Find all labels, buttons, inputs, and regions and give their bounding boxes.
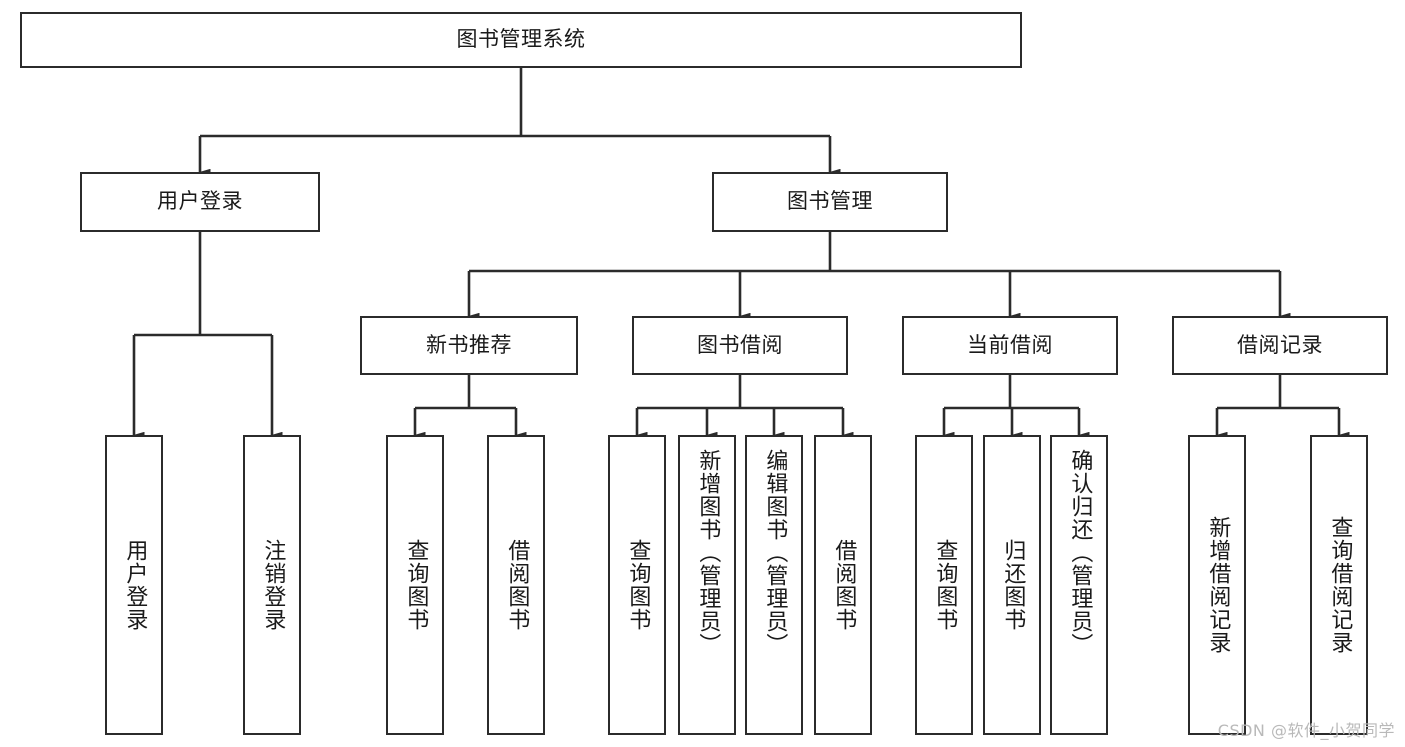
leaf-node[interactable]: 注销登录: [243, 435, 301, 735]
leaf-node-label: 注销登录: [260, 539, 286, 631]
leaf-node-label: 新增借阅记录: [1205, 516, 1231, 654]
leaf-node-label: 归还图书: [1000, 539, 1026, 631]
leaf-node-label: 确认归还（管理员）: [1067, 449, 1093, 656]
node-user-login[interactable]: 用户登录: [80, 172, 320, 232]
node-current-borrow[interactable]: 当前借阅: [902, 316, 1118, 375]
leaf-node-label: 用户登录: [122, 539, 148, 631]
leaf-node[interactable]: 借阅图书: [487, 435, 545, 735]
node-current-borrow-label: 当前借阅: [967, 332, 1053, 357]
leaf-node[interactable]: 新增借阅记录: [1188, 435, 1246, 735]
node-new-book-recommend-label: 新书推荐: [426, 332, 512, 357]
leaf-node-label: 查询图书: [403, 539, 429, 631]
node-user-login-label: 用户登录: [157, 189, 243, 214]
leaf-node[interactable]: 确认归还（管理员）: [1050, 435, 1108, 735]
node-new-book-recommend[interactable]: 新书推荐: [360, 316, 578, 375]
node-root-system[interactable]: 图书管理系统: [20, 12, 1022, 68]
node-book-management-label: 图书管理: [787, 189, 873, 214]
leaf-node[interactable]: 查询图书: [386, 435, 444, 735]
leaf-node[interactable]: 用户登录: [105, 435, 163, 735]
node-book-management[interactable]: 图书管理: [712, 172, 948, 232]
node-borrow-record-label: 借阅记录: [1237, 332, 1323, 357]
node-book-borrow[interactable]: 图书借阅: [632, 316, 848, 375]
leaf-node[interactable]: 借阅图书: [814, 435, 872, 735]
leaf-node[interactable]: 归还图书: [983, 435, 1041, 735]
leaf-node-label: 查询图书: [932, 539, 958, 631]
leaf-node-label: 新增图书（管理员）: [695, 449, 721, 656]
node-book-borrow-label: 图书借阅: [697, 332, 783, 357]
leaf-node[interactable]: 查询图书: [915, 435, 973, 735]
leaf-node[interactable]: 新增图书（管理员）: [678, 435, 736, 735]
node-borrow-record[interactable]: 借阅记录: [1172, 316, 1388, 375]
leaf-node-label: 借阅图书: [504, 539, 530, 631]
leaf-node[interactable]: 查询图书: [608, 435, 666, 735]
leaf-node-label: 借阅图书: [831, 539, 857, 631]
leaf-node[interactable]: 编辑图书（管理员）: [745, 435, 803, 735]
node-root-label: 图书管理系统: [456, 27, 586, 52]
leaf-node-label: 查询图书: [625, 539, 651, 631]
leaf-node-label: 编辑图书（管理员）: [762, 449, 788, 656]
leaf-node[interactable]: 查询借阅记录: [1310, 435, 1368, 735]
leaf-node-label: 查询借阅记录: [1327, 516, 1353, 654]
